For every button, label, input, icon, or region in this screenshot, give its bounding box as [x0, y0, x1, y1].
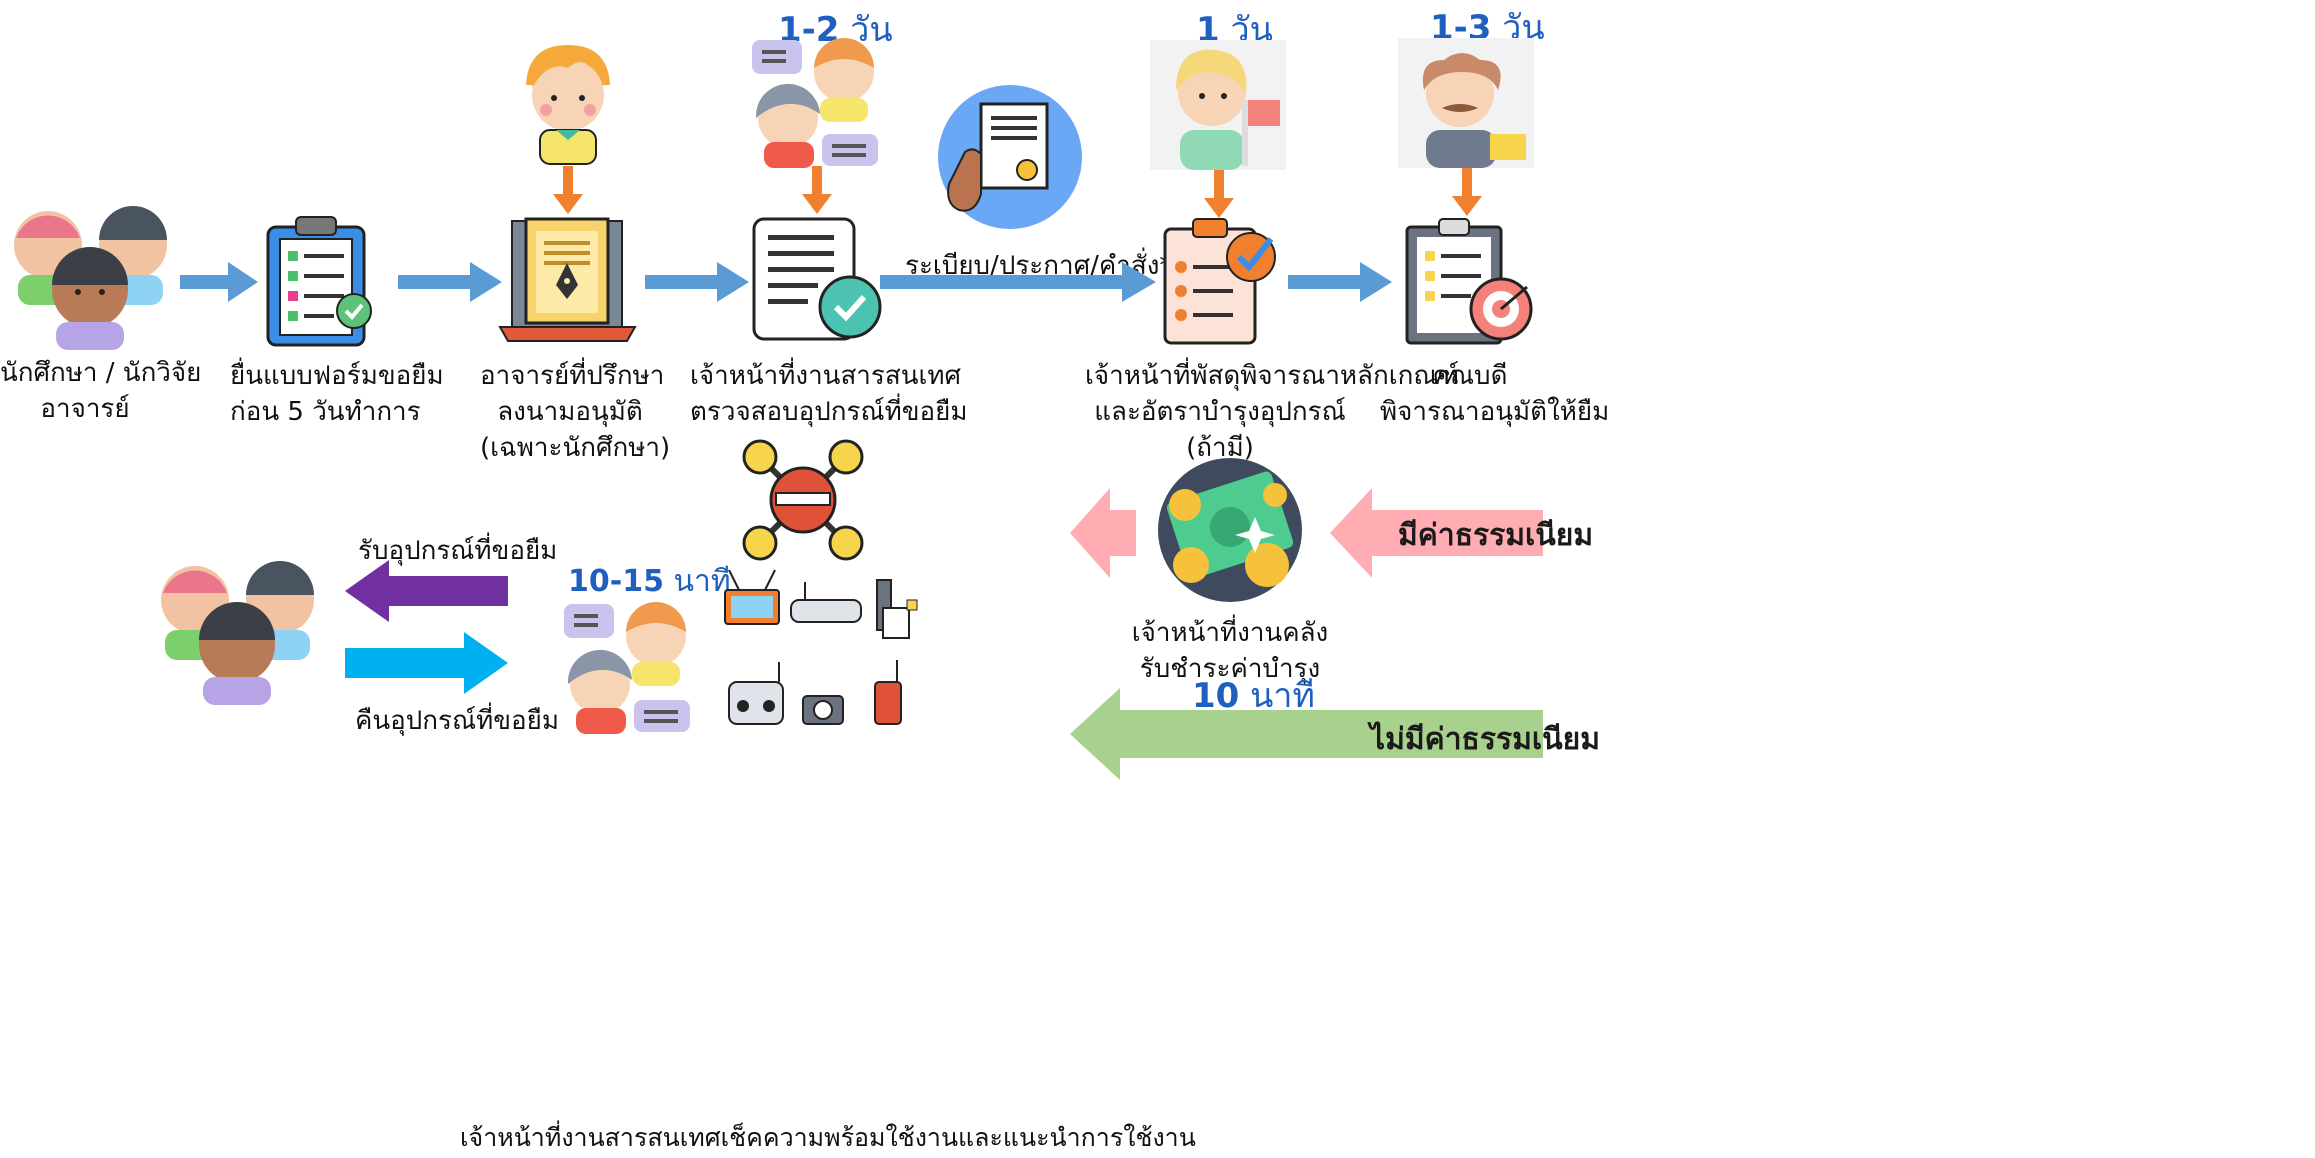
step4-line2: ตรวจสอบอุปกรณ์ที่ขอยืม	[690, 397, 968, 427]
step6-line2: พิจารณาอนุมัติให้ยืม	[1380, 397, 1610, 427]
finance-duration: 10 นาที	[1192, 668, 1315, 722]
router-icon	[790, 582, 862, 623]
step3-line1: อาจารย์ที่ปรึกษา	[480, 361, 665, 391]
return-arrow	[345, 632, 508, 694]
down-arrow-advisor	[553, 166, 583, 214]
finance-duration-unit: นาที	[1250, 676, 1315, 716]
finance-label: เจ้าหน้าที่งานคลัง รับชำระค่าบำรุง	[1120, 615, 1340, 687]
fee-no-label: ไม่มีค่าธรรมเนียม	[1370, 722, 1600, 757]
checklist-approval-icon	[1163, 218, 1276, 345]
drone-icon	[742, 439, 864, 561]
regulation-arrow	[880, 262, 1156, 302]
step1-line1: นักศึกษา / นักวิจัย	[0, 358, 202, 388]
it-check-duration-unit: นาที	[673, 564, 731, 599]
step2-line1: ยื่นแบบฟอร์มขอยืม	[230, 361, 444, 391]
step3-label: อาจารย์ที่ปรึกษา ลงนามอนุมัติ (เฉพาะนักศ…	[480, 358, 671, 466]
receive-label: รับอุปกรณ์ที่ขอยืม	[358, 536, 558, 566]
step5-label: เจ้าหน้าที่พัสดุพิจารณาหลักเกณฑ์ และอัตร…	[1085, 358, 1460, 466]
target-checklist-icon	[1405, 218, 1533, 345]
step5-line3: (ถ้ามี)	[1186, 433, 1254, 463]
step5-line1: เจ้าหน้าที่พัสดุพิจารณาหลักเกณฑ์	[1085, 361, 1460, 391]
step5-line2: และอัตราบำรุงอุปกรณ์	[1094, 397, 1346, 427]
dean-icon-bg	[1398, 38, 1534, 168]
people-group-icon	[14, 206, 167, 350]
staff-pair-icon	[752, 38, 878, 168]
step6-label: คณบดี พิจารณาอนุมัติให้ยืม	[1380, 358, 1610, 430]
board-icon	[876, 579, 918, 639]
camera-icon	[802, 695, 844, 725]
step2-label: ยื่นแบบฟอร์มขอยืม ก่อน 5 วันทำการ	[230, 358, 444, 430]
controller-icon	[728, 662, 784, 725]
it-staff-pair-icon	[564, 602, 690, 734]
step1-label: นักศึกษา / นักวิจัย อาจารย์	[0, 355, 202, 427]
step4-label: เจ้าหน้าที่งานสารสนเทศ ตรวจสอบอุปกรณ์ที่…	[690, 358, 968, 430]
advisor-icon	[526, 45, 610, 165]
step2-line2: ก่อน 5 วันทำการ	[230, 397, 421, 427]
remote-icon	[874, 660, 902, 725]
step1-line2: อาจารย์	[40, 394, 130, 424]
no-fee-arrow	[1070, 688, 1543, 780]
finance-line2: รับชำระค่าบำรุง	[1139, 654, 1321, 684]
clipboard-form-icon	[266, 216, 372, 347]
down-arrow-dean	[1452, 168, 1482, 216]
fee-out-arrow	[1070, 488, 1136, 578]
finance-line1: เจ้าหน้าที่งานคลัง	[1131, 618, 1329, 648]
people-group-bottom-icon	[161, 561, 314, 705]
flow-arrow-2	[398, 262, 502, 302]
checked-document-icon	[752, 217, 882, 341]
dean-icon	[1422, 53, 1526, 168]
supply-officer-icon-bg	[1150, 40, 1286, 170]
signed-document-icon	[498, 217, 637, 342]
flow-arrow-3	[645, 262, 749, 302]
finance-duration-num: 10	[1192, 676, 1240, 716]
step4-line1: เจ้าหน้าที่งานสารสนเทศ	[690, 361, 962, 391]
monitor-icon	[724, 569, 780, 625]
supply-officer-icon	[1176, 49, 1280, 170]
money-coins-icon	[1158, 458, 1302, 602]
fee-yes-label: มีค่าธรรมเนียม	[1398, 518, 1594, 553]
it-check-duration-num: 10-15	[568, 564, 664, 599]
receive-arrow	[345, 560, 508, 622]
flow-arrow-5	[1288, 262, 1392, 302]
down-arrow-supply	[1204, 170, 1234, 218]
step6-line1: คณบดี	[1432, 361, 1508, 391]
step3-line3: (เฉพาะนักศึกษา)	[480, 433, 671, 463]
flow-arrow-1	[180, 262, 258, 302]
equipment-icons	[724, 569, 918, 725]
down-arrow-staff	[802, 166, 832, 214]
certificate-hand-icon	[938, 85, 1082, 229]
it-check-caption: เจ้าหน้าที่งานสารสนเทศเช็คความพร้อมใช้งา…	[460, 1123, 1196, 1152]
it-check-duration: 10-15 นาที	[568, 558, 731, 605]
return-label: คืนอุปกรณ์ที่ขอยืม	[355, 706, 560, 736]
step3-line2: ลงนามอนุมัติ	[497, 397, 643, 427]
fee-in-arrow	[1330, 488, 1543, 578]
